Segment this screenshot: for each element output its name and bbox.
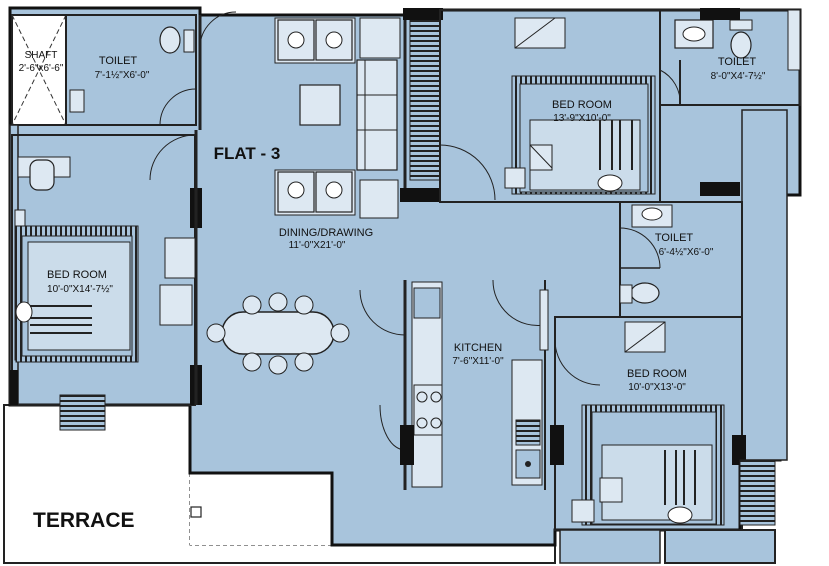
toilet-mr-name: TOILET: [655, 232, 694, 244]
toilet-mr-dim: 6'-4½"X6'-0": [659, 247, 714, 258]
toilet-tr-name: TOILET: [718, 56, 757, 68]
kitchen-name: KITCHEN: [454, 342, 502, 354]
wc-icon: [159, 26, 181, 54]
armchair-icon: [277, 19, 353, 61]
shaft-name: SHAFT: [25, 50, 58, 61]
dining-name: DINING/DRAWING: [279, 227, 373, 239]
staircase-hatch: [409, 19, 441, 181]
coffee-table: [299, 84, 341, 126]
shaft-dim: 2'-6"x6'-6": [19, 63, 64, 74]
wardrobe-icon: [514, 17, 566, 49]
toilet-tr-dim: 8'-0"X4'-7½": [711, 71, 766, 82]
bed-tc-name: BED ROOM: [552, 99, 612, 111]
flat-title: FLAT - 3: [214, 144, 281, 163]
toilet-tl-name: TOILET: [99, 55, 138, 67]
chair-icon: [29, 159, 55, 191]
wc-icon: [730, 31, 752, 59]
dining-table: [206, 292, 350, 375]
sink-icon: [515, 419, 541, 479]
terrace-label: TERRACE: [33, 509, 135, 532]
washbasin-icon: [69, 89, 85, 113]
bed-tc-dim: 13'-9"X10'-0": [553, 113, 611, 124]
armchair-icon: [277, 171, 353, 213]
toilet-tl-dim: 7'-1½"X6'-0": [95, 70, 150, 81]
terrace-marker: [190, 506, 202, 518]
wc-icon: [630, 282, 660, 304]
bed-br-name: BED ROOM: [627, 368, 687, 380]
bed-left-dim: 10'-0"X14'-7½": [47, 284, 113, 295]
stove-icon: [413, 384, 443, 436]
dining-dim: 11'-0"X21'-0": [289, 240, 346, 251]
sofa-icon: [356, 59, 398, 171]
bed-br-dim: 10'-0"X13'-0": [628, 382, 686, 393]
kitchen-dim: 7'-6"X11'-0": [452, 356, 504, 367]
bed-left-name: BED ROOM: [47, 269, 107, 281]
